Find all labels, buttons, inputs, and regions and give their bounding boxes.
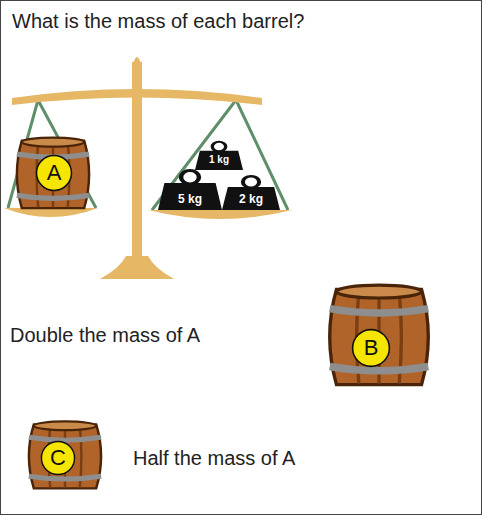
- weight-label: 2 kg: [239, 192, 263, 206]
- weight-ring: [181, 171, 199, 184]
- weight-block: 1 kg: [195, 140, 243, 170]
- badge-circle-fill: [37, 156, 72, 191]
- barrel-letter-badge: A: [35, 154, 73, 192]
- barrel-c: [29, 421, 101, 488]
- barrel-a: [17, 138, 89, 209]
- barrel-letter: A: [47, 161, 62, 185]
- scale-base: [100, 256, 174, 279]
- left-pan: [4, 208, 98, 217]
- weight-ring: [212, 142, 225, 152]
- weight-label: 5 kg: [178, 192, 202, 206]
- barrel-letter: C: [50, 446, 66, 470]
- title: What is the mass of each barrel?: [12, 9, 304, 33]
- right-pan: [148, 210, 292, 219]
- weight-block: 5 kg: [158, 168, 222, 210]
- weight-body: [195, 151, 243, 170]
- barrel-letter-badge: C: [40, 440, 76, 476]
- left-chain: [8, 100, 96, 208]
- weight-body: [158, 183, 222, 210]
- right-chain: [152, 100, 288, 210]
- badge-circle-fill: [353, 330, 390, 367]
- barrel-letter: B: [364, 336, 379, 360]
- scale-knob: [133, 57, 141, 64]
- barrel-b: [330, 285, 429, 385]
- weight-body: [222, 187, 280, 210]
- weight-block: 2 kg: [222, 174, 280, 210]
- weight-ring: [243, 176, 259, 188]
- barrel-letter-badge: B: [351, 328, 391, 368]
- weight-label: 1 kg: [209, 154, 229, 166]
- badge-circle-fill: [41, 441, 74, 474]
- caption-text: Half the mass of A: [133, 446, 295, 470]
- balance-scale: [4, 57, 292, 279]
- caption-text: Double the mass of A: [10, 323, 200, 347]
- scale-beam: [12, 89, 262, 105]
